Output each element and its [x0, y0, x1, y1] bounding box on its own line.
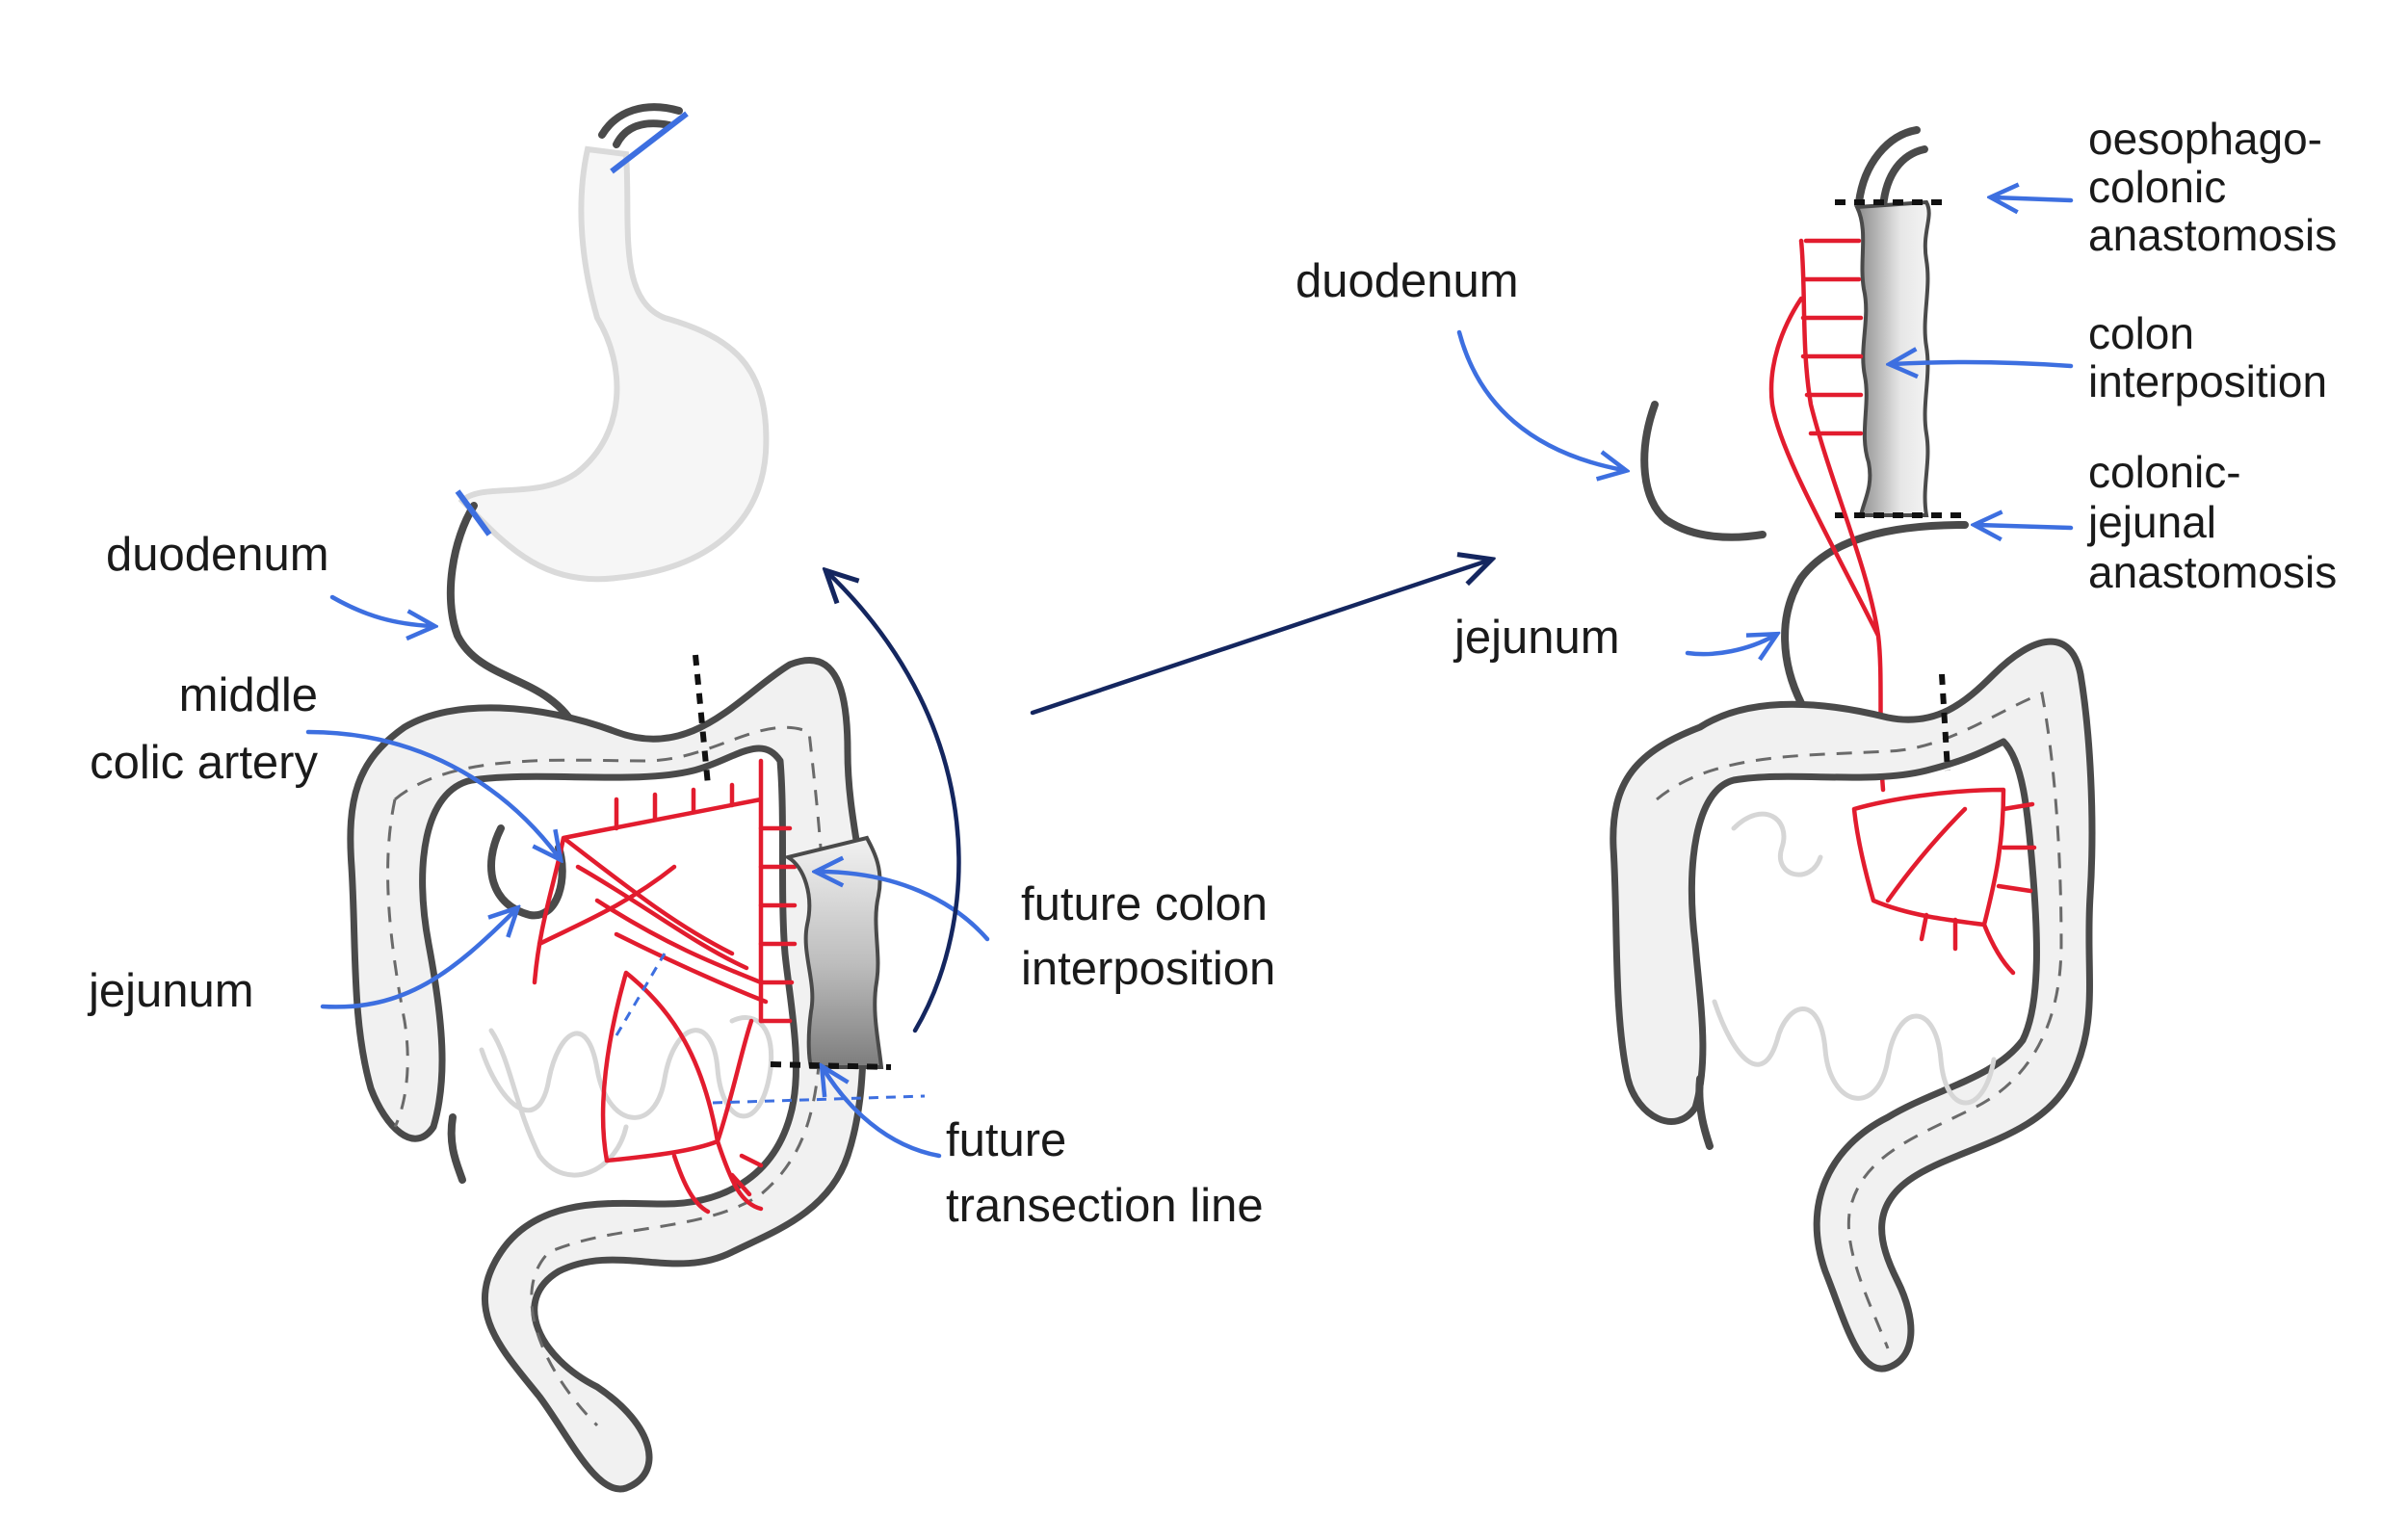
- label-right-jejunum: jejunum: [1453, 612, 1620, 664]
- left-future-interposition-arrow: [819, 872, 990, 942]
- label-future-interposition-line2: interposition: [1021, 943, 1275, 995]
- right-colonic-jejunal-arrow: [1977, 525, 2074, 528]
- label-future-transection-line2: transection line: [946, 1180, 1264, 1232]
- left-upper-transection: [693, 654, 711, 786]
- left-duodenum-arrow: [329, 594, 432, 626]
- right-pedicle-artery: [1768, 238, 1886, 793]
- label-colon-interposition-line2: interposition: [2088, 356, 2327, 406]
- left-right-colic-artery: [600, 970, 764, 1215]
- right-colic-arcade: [1851, 787, 2037, 976]
- panel-transition-arrow: [1030, 561, 1488, 716]
- left-lower-transection: [770, 1061, 892, 1070]
- left-small-bowel: [479, 1015, 774, 1120]
- label-future-interposition-line1: future colon: [1021, 878, 1268, 930]
- left-duodenum-tube: [446, 502, 582, 736]
- left-oesophagus: [598, 103, 683, 139]
- label-future-transection-line1: future: [946, 1114, 1066, 1166]
- label-colonic-jejunal-line3: anastomosis: [2088, 547, 2337, 597]
- left-future-interposition-segment: [782, 835, 884, 1069]
- left-jejunum-loop: [487, 824, 566, 920]
- label-arrows: [305, 197, 2074, 1159]
- right-duodenum-tube: [1640, 401, 1767, 541]
- left-lower-transection-guide: [712, 1094, 926, 1105]
- transfer-arc-arrow: [828, 573, 961, 1033]
- right-small-bowel-2: [1731, 811, 1823, 877]
- left-mesentery-cut-guide: [615, 953, 667, 1036]
- left-jejunum-arrow: [320, 910, 515, 1009]
- left-middle-colic-artery: [532, 758, 769, 1024]
- right-oesophagus: [1855, 126, 1921, 206]
- right-cut-remnant: [1939, 673, 1950, 771]
- label-colonic-jejunal-line2: jejunal: [2086, 497, 2216, 547]
- stomach: [458, 145, 770, 583]
- right-jejunum-arrow: [1685, 636, 1774, 654]
- left-colon-lumen-2: [386, 798, 409, 1128]
- label-middle-colic-line1: middle: [179, 669, 318, 721]
- right-duodenum-arrow: [1456, 329, 1623, 470]
- right-jejunum-tube: [1781, 521, 1969, 707]
- left-anatomy: [347, 103, 926, 1493]
- right-colon-interposition-arrow: [1893, 362, 2074, 366]
- left-middle-colic-arrow: [305, 729, 559, 857]
- right-appendix: [1695, 1075, 1714, 1150]
- label-left-duodenum: duodenum: [106, 529, 329, 581]
- right-colon-lumen: [1656, 691, 2063, 1349]
- left-oesophagus-cut: [610, 111, 689, 174]
- left-future-transection-arrow: [824, 1069, 942, 1159]
- left-duodenum-cut: [455, 489, 492, 536]
- left-appendix: [447, 1113, 466, 1184]
- label-right-duodenum: duodenum: [1296, 255, 1519, 307]
- left-colon: [347, 657, 872, 1493]
- left-oesophagus-inner: [613, 119, 673, 148]
- label-oesophago-colonic-line3: anastomosis: [2088, 210, 2337, 260]
- label-left-jejunum: jejunum: [87, 965, 254, 1017]
- label-oesophago-colonic-line1: oesophago-: [2088, 114, 2322, 164]
- right-colon-interposition-segment: [1853, 199, 1931, 517]
- right-colon: [1610, 638, 2096, 1372]
- left-labels: duodenum middle colic artery jejunum fut…: [87, 529, 1275, 1232]
- right-oesophago-colonic-arrow: [1994, 197, 2074, 200]
- label-colonic-jejunal-line1: colonic-: [2088, 447, 2241, 497]
- right-anatomy: [1610, 126, 2096, 1372]
- label-middle-colic-line2: colic artery: [90, 737, 318, 789]
- label-colon-interposition-line1: colon: [2088, 308, 2194, 358]
- right-small-bowel: [1712, 999, 1997, 1106]
- left-marginal-arcade: [614, 782, 798, 1197]
- right-labels: oesophago- colonic anastomosis duodenum …: [1296, 114, 2337, 664]
- label-oesophago-colonic-line2: colonic: [2088, 162, 2226, 212]
- right-oesophagus-inner: [1879, 145, 1928, 211]
